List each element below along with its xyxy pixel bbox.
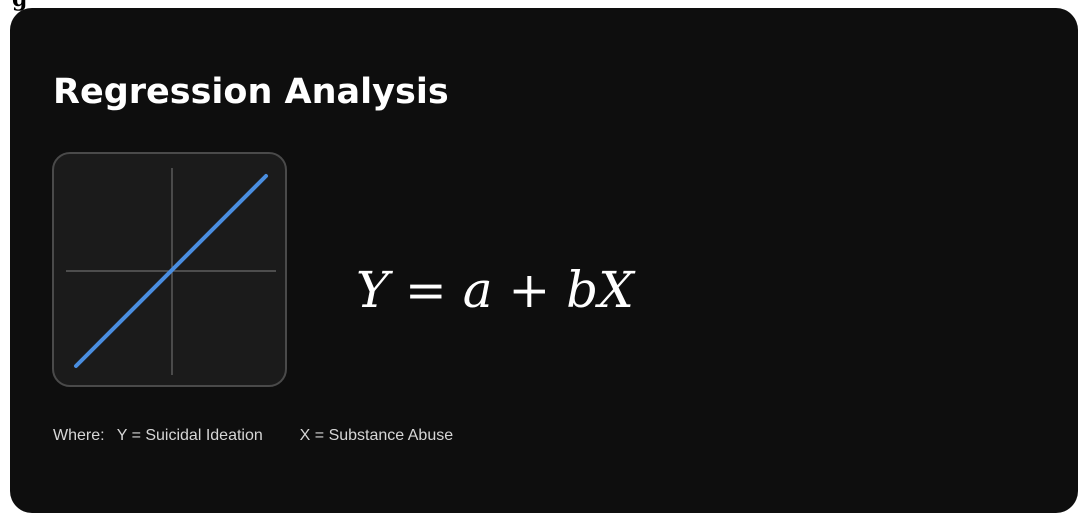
- y-definition: Y = Suicidal Ideation: [116, 427, 263, 444]
- regression-line-graph-icon: [66, 168, 276, 375]
- regression-graph: [52, 152, 287, 387]
- regression-line: [74, 174, 268, 368]
- where-label: Where:: [53, 427, 105, 444]
- variable-legend: Where: Y = Suicidal Ideation X = Substan…: [53, 427, 461, 445]
- x-definition: X = Substance Abuse: [299, 427, 454, 444]
- card-title: Regression Analysis: [53, 72, 449, 112]
- regression-equation: Y = a + bX: [356, 261, 634, 319]
- regression-card: Regression Analysis Y = a + bX Where: Y …: [10, 8, 1078, 513]
